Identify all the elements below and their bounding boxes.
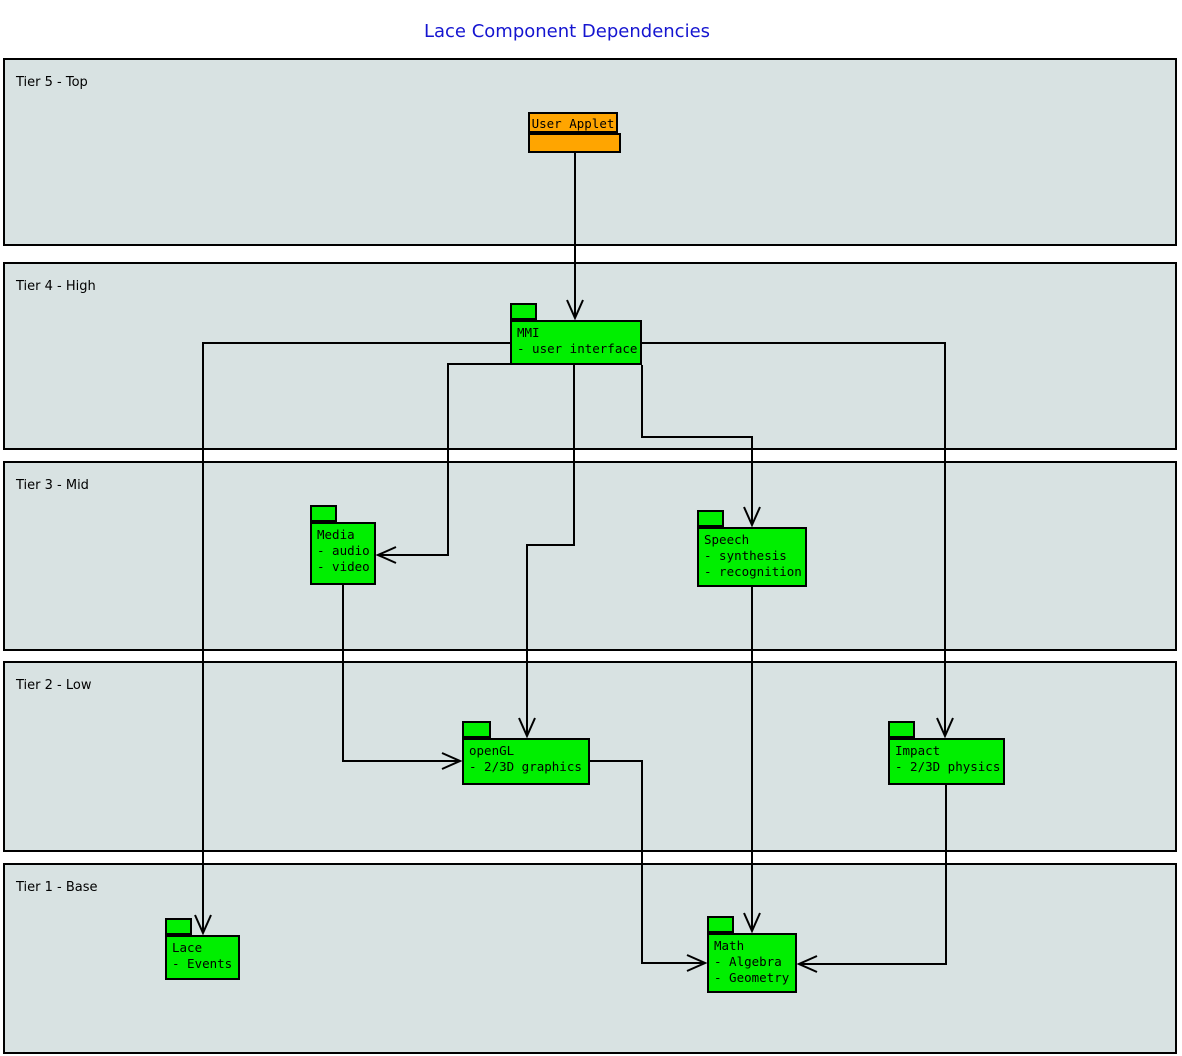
node-user-applet-name: User Applet — [528, 112, 618, 133]
node-speech: Speech- synthesis- recognition — [697, 527, 807, 587]
node-user-applet-body — [528, 133, 621, 153]
node-speech-line-1: - synthesis — [704, 548, 787, 563]
node-media-title: Media — [317, 527, 355, 542]
node-opengl: openGL- 2/3D graphics — [462, 738, 590, 785]
node-lace-tab — [165, 918, 192, 935]
node-math-line-2: - Geometry — [714, 970, 790, 985]
node-lace-title: Lace — [172, 940, 203, 955]
tier-label-tier-4: Tier 4 - High — [16, 279, 96, 294]
node-mmi-line-1: - user interface — [517, 341, 638, 356]
node-lace: Lace- Events — [165, 935, 240, 980]
diagram-title: Lace Component Dependencies — [423, 21, 711, 42]
node-mmi: MMI- user interface — [510, 320, 642, 365]
node-impact-title: Impact — [895, 743, 941, 758]
node-math: Math- Algebra- Geometry — [707, 933, 797, 993]
node-opengl-tab — [462, 721, 491, 738]
node-speech-line-2: - recognition — [704, 564, 802, 579]
node-math-tab — [707, 916, 734, 933]
node-media-tab — [310, 505, 337, 522]
node-lace-line-1: - Events — [172, 956, 233, 971]
node-speech-tab — [697, 510, 724, 527]
node-media: Media- audio- video — [310, 522, 376, 585]
node-math-line-1: - Algebra — [714, 954, 782, 969]
node-impact-line-1: - 2/3D physics — [895, 759, 1001, 774]
node-media-line-2: - video — [317, 559, 370, 574]
node-mmi-tab — [510, 303, 537, 320]
tier-label-tier-5: Tier 5 - Top — [16, 75, 88, 90]
tier-band-tier-3: Tier 3 - Mid — [3, 461, 1177, 651]
node-opengl-title: openGL — [469, 743, 515, 758]
tier-label-tier-1: Tier 1 - Base — [16, 880, 98, 895]
node-media-line-1: - audio — [317, 543, 370, 558]
node-impact: Impact- 2/3D physics — [888, 738, 1005, 785]
tier-label-tier-3: Tier 3 - Mid — [16, 478, 89, 493]
tier-label-tier-2: Tier 2 - Low — [16, 678, 92, 693]
node-opengl-line-1: - 2/3D graphics — [469, 759, 582, 774]
node-speech-title: Speech — [704, 532, 750, 547]
node-mmi-title: MMI — [517, 325, 540, 340]
node-impact-tab — [888, 721, 915, 738]
node-math-title: Math — [714, 938, 745, 953]
